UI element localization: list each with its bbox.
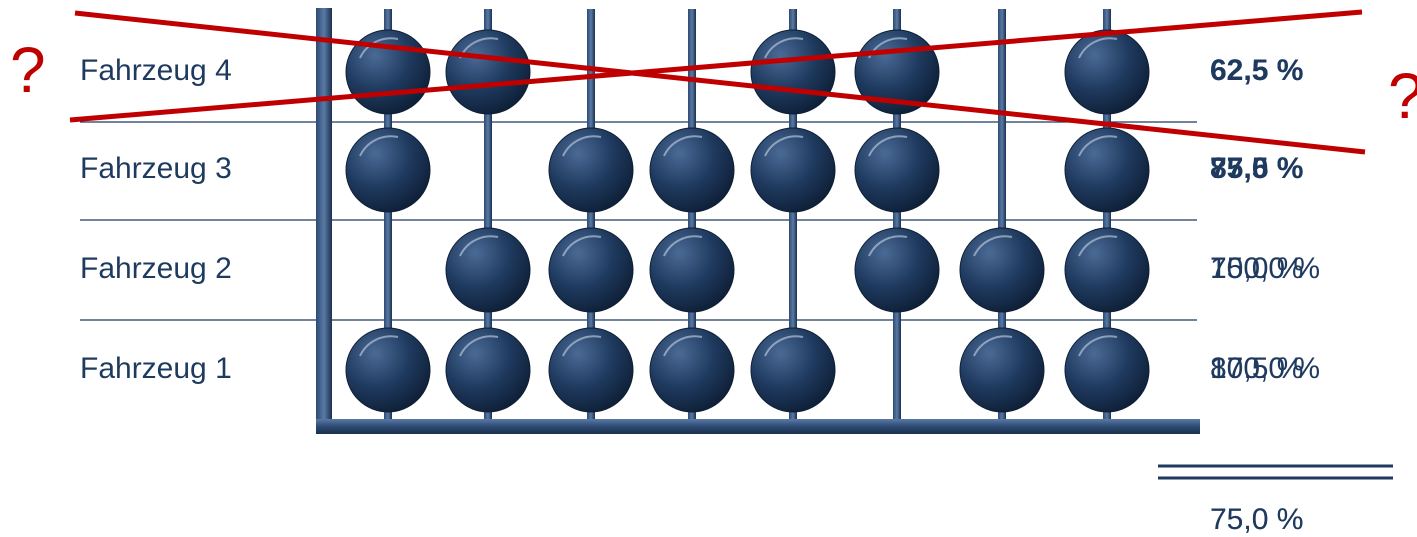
bead-row3-col4 [649, 227, 735, 313]
row-label-1: Fahrzeug 4 [80, 54, 232, 87]
bead-row3-col8 [1064, 227, 1150, 313]
row-percentage-1-a: 62,5 % [1210, 54, 1304, 87]
total-percentage-a: 75,0 % [1210, 503, 1304, 536]
bead-row3-col7 [959, 227, 1045, 313]
row-percentage-4-b: 100,0 % [1210, 352, 1321, 385]
bead-row4-col4 [649, 327, 735, 413]
rod-1 [384, 9, 392, 421]
bead-row2-col4 [649, 127, 735, 213]
row-label-3: Fahrzeug 2 [80, 252, 232, 285]
rod-8 [1103, 9, 1111, 421]
bead-row4-col8 [1064, 327, 1150, 413]
rod-3 [587, 9, 595, 421]
row-label-4: Fahrzeug 1 [80, 352, 232, 385]
row-separators [80, 121, 1197, 321]
row-percentage-2-b: 87,5 % [1210, 152, 1304, 185]
bead-row4-col3 [548, 327, 634, 413]
frame-left-post [316, 8, 332, 434]
bead-row2-col3 [548, 127, 634, 213]
bead-row4-col1 [345, 327, 431, 413]
row-percentage-2-a: 75,0 % [1210, 152, 1304, 185]
rod-6 [893, 9, 901, 421]
cross-line-1 [74, 10, 1366, 155]
row-percentage-4-a: 87,5 % [1210, 352, 1304, 385]
bead-row3-col6 [854, 227, 940, 313]
bead-row2-col6 [854, 127, 940, 213]
row-percentage-3-a: 75,0 % [1210, 252, 1304, 285]
bead-row1-col2 [445, 29, 531, 115]
question-mark-left: ? [10, 34, 46, 106]
rod-5 [789, 9, 797, 421]
bead-row3-col2 [445, 227, 531, 313]
abacus-frame [316, 8, 1200, 434]
bead-row1-col8 [1064, 29, 1150, 115]
total-percentage-b: 75,0 % [1210, 503, 1304, 536]
row-percentage-1-b: 62,5 % [1210, 54, 1304, 87]
rod-2 [484, 9, 492, 421]
cross-line-2 [69, 9, 1363, 123]
total-double-line [1158, 464, 1393, 480]
bead-row4-col5 [750, 327, 836, 413]
abacus-rods [384, 9, 1111, 421]
bead-row2-col8 [1064, 127, 1150, 213]
frame-bottom-bar [316, 419, 1200, 434]
cross-out-marks [69, 9, 1366, 155]
rod-7 [998, 9, 1006, 421]
bead-row2-col1 [345, 127, 431, 213]
question-mark-right: ? [1388, 64, 1417, 128]
row-percentage-3-b: 100,0 % [1210, 252, 1321, 285]
row-label-2: Fahrzeug 3 [80, 152, 232, 185]
bead-row4-col7 [959, 327, 1045, 413]
bead-row4-col2 [445, 327, 531, 413]
bead-row2-col5 [750, 127, 836, 213]
rod-4 [688, 9, 696, 421]
bead-row1-col5 [750, 29, 836, 115]
bead-row3-col3 [548, 227, 634, 313]
